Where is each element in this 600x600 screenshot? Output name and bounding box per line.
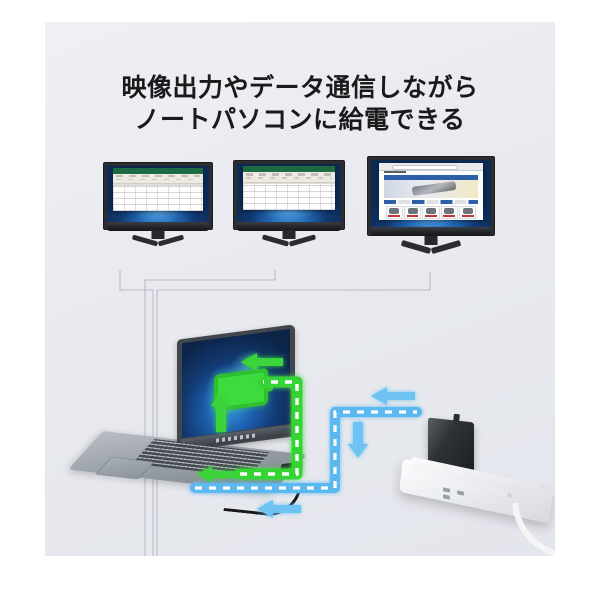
spreadsheet-grid [113,185,203,211]
monitor-center-stand [261,234,317,248]
spreadsheet-ribbon [113,168,203,174]
spreadsheet-grid [243,184,335,211]
spreadsheet-toolbar [113,173,203,185]
browser-window [379,163,483,220]
monitor-center [233,160,345,247]
product-thumbnail [422,205,440,219]
monitor-right-stand [400,239,462,255]
usb-c-cable [223,478,302,519]
product-thumbnail [385,205,404,219]
site-logo [383,170,407,174]
spreadsheet-toolbar [243,172,335,183]
power-strip-cord [512,493,555,556]
monitor-center-neck [282,230,296,239]
monitor-left-neck [151,230,165,239]
product-thumbnail-row [385,205,477,219]
monitor-left-chin [107,222,209,231]
arrow-down-blue [348,422,368,458]
monitor-center-screen [237,164,341,222]
usb-c-plug [281,461,299,474]
browser-chrome [379,163,483,171]
monitor-right-screen [371,160,491,227]
laptop-screen [182,328,290,439]
illustration-canvas: 映像出力やデータ通信しながら ノートパソコンに給電できる [45,22,555,556]
product-thumbnail [403,205,422,219]
category-buttons [383,199,479,204]
browser-address-bar [391,164,458,170]
taskbar-icons [216,433,256,443]
monitor-left-screen [107,166,209,222]
product-hero-banner [383,180,479,199]
monitor-right-chin [371,227,491,236]
page-title: 映像出力やデータ通信しながら ノートパソコンに給電できる [45,72,555,136]
product-thumbnail [440,205,459,219]
monitor-right-neck [424,236,438,245]
headline-line-1: 映像出力やデータ通信しながら [121,73,479,102]
headline-line-2: ノートパソコンに給電できる [134,105,466,134]
spreadsheet-window [113,168,203,211]
battery-charging-icon [214,367,268,412]
power-strip-led [507,492,512,499]
laptop-lid [177,324,295,452]
monitor-left-stand [131,234,185,248]
arrow-left-blue-top [371,387,415,405]
laptop [68,324,307,519]
product-thumbnail [458,205,477,219]
monitor-right [367,156,495,255]
site-nav-bar [383,175,479,180]
monitor-center-chin [237,222,341,231]
spreadsheet-ribbon [243,166,335,173]
monitor-left [103,162,213,247]
spreadsheet-window [243,166,335,211]
